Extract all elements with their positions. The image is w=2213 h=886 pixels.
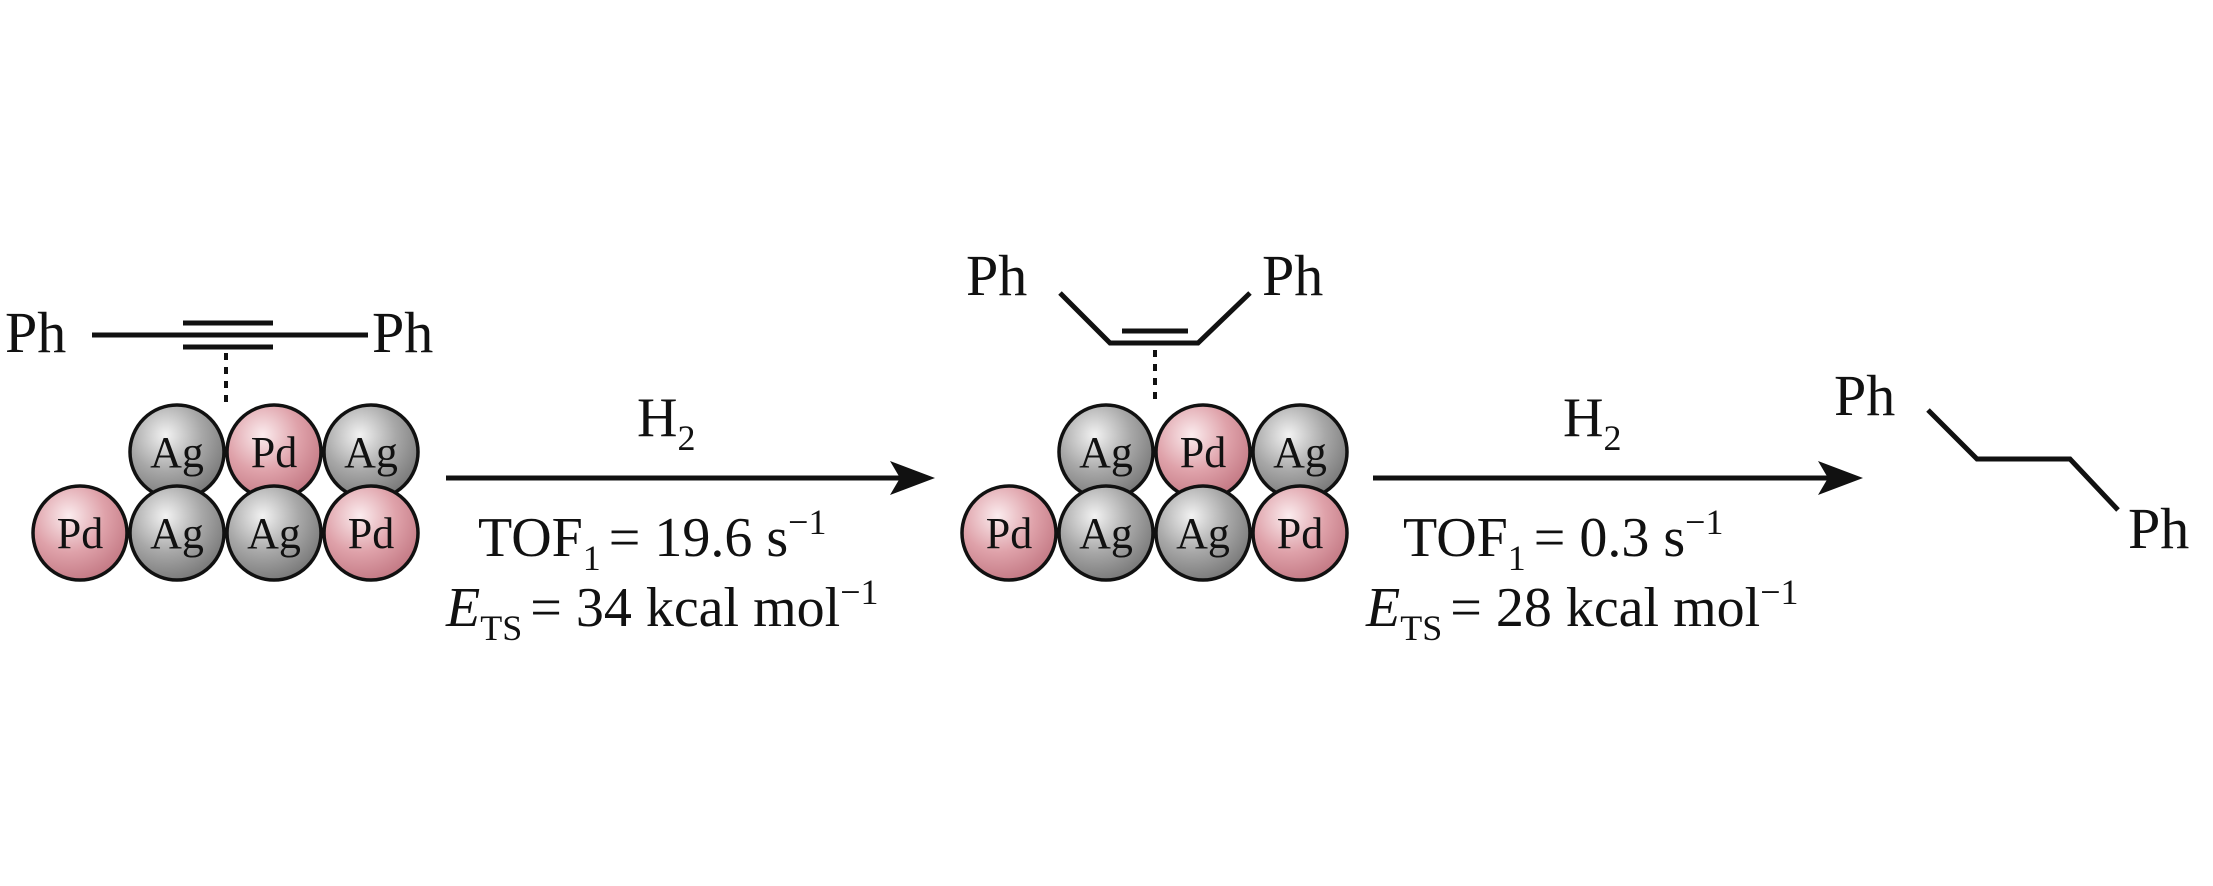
alkane-product: Ph Ph [1834, 363, 2189, 561]
atom-pd-bottom-0 [31, 484, 129, 582]
atom-label-ag: Ag [1176, 509, 1230, 558]
step-2-reagent: H2 [1563, 387, 1621, 458]
alkyne-ph-right: Ph [372, 300, 433, 365]
atom-label-ag: Ag [150, 509, 204, 558]
alkene-ph-right: Ph [1262, 243, 1323, 308]
atom-ag-bottom-1 [1057, 484, 1155, 582]
step-1-tof: TOF1= 19.6 s−1 [478, 502, 826, 578]
atom-ag-bottom-2 [1154, 484, 1252, 582]
atom-label-ag: Ag [344, 428, 398, 477]
reaction-step-1: H2 TOF1= 19.6 s−1 ETS= 34 kcal mol−1 [445, 387, 935, 648]
alkane-backbone [1926, 408, 2120, 512]
atom-label-pd: Pd [251, 428, 297, 477]
atom-label-pd: Pd [57, 509, 103, 558]
step-2-energy: ETS= 28 kcal mol−1 [1365, 572, 1799, 648]
atom-ag-bottom-2 [225, 484, 323, 582]
alkyne-ph-left: Ph [5, 300, 66, 365]
atom-pd-bottom-3 [322, 484, 420, 582]
atom-pd-bottom-0 [960, 484, 1058, 582]
step-1-energy: ETS= 34 kcal mol−1 [445, 572, 879, 648]
atom-label-pd: Pd [348, 509, 394, 558]
alkane-ph-bottom: Ph [2128, 496, 2189, 561]
alkene-ph-left: Ph [966, 243, 1027, 308]
step-2-tof: TOF1= 0.3 s−1 [1403, 502, 1723, 578]
reaction-step-2: H2 TOF1= 0.3 s−1 ETS= 28 kcal mol−1 [1365, 387, 1863, 648]
alkene-backbone [1058, 291, 1252, 346]
atom-label-pd: Pd [986, 509, 1032, 558]
step-1-reagent: H2 [637, 387, 695, 458]
atom-label-ag: Ag [1079, 428, 1133, 477]
atom-label-ag: Ag [247, 509, 301, 558]
atom-label-ag: Ag [1273, 428, 1327, 477]
atom-label-ag: Ag [1079, 509, 1133, 558]
atom-label-ag: Ag [150, 428, 204, 477]
atom-pd-bottom-3 [1251, 484, 1349, 582]
arrow-1-head [890, 461, 935, 495]
arrow-2-head [1818, 461, 1863, 495]
atom-label-pd: Pd [1180, 428, 1226, 477]
alkane-ph-top: Ph [1834, 363, 1895, 428]
atom-ag-bottom-1 [128, 484, 226, 582]
atom-label-pd: Pd [1277, 509, 1323, 558]
